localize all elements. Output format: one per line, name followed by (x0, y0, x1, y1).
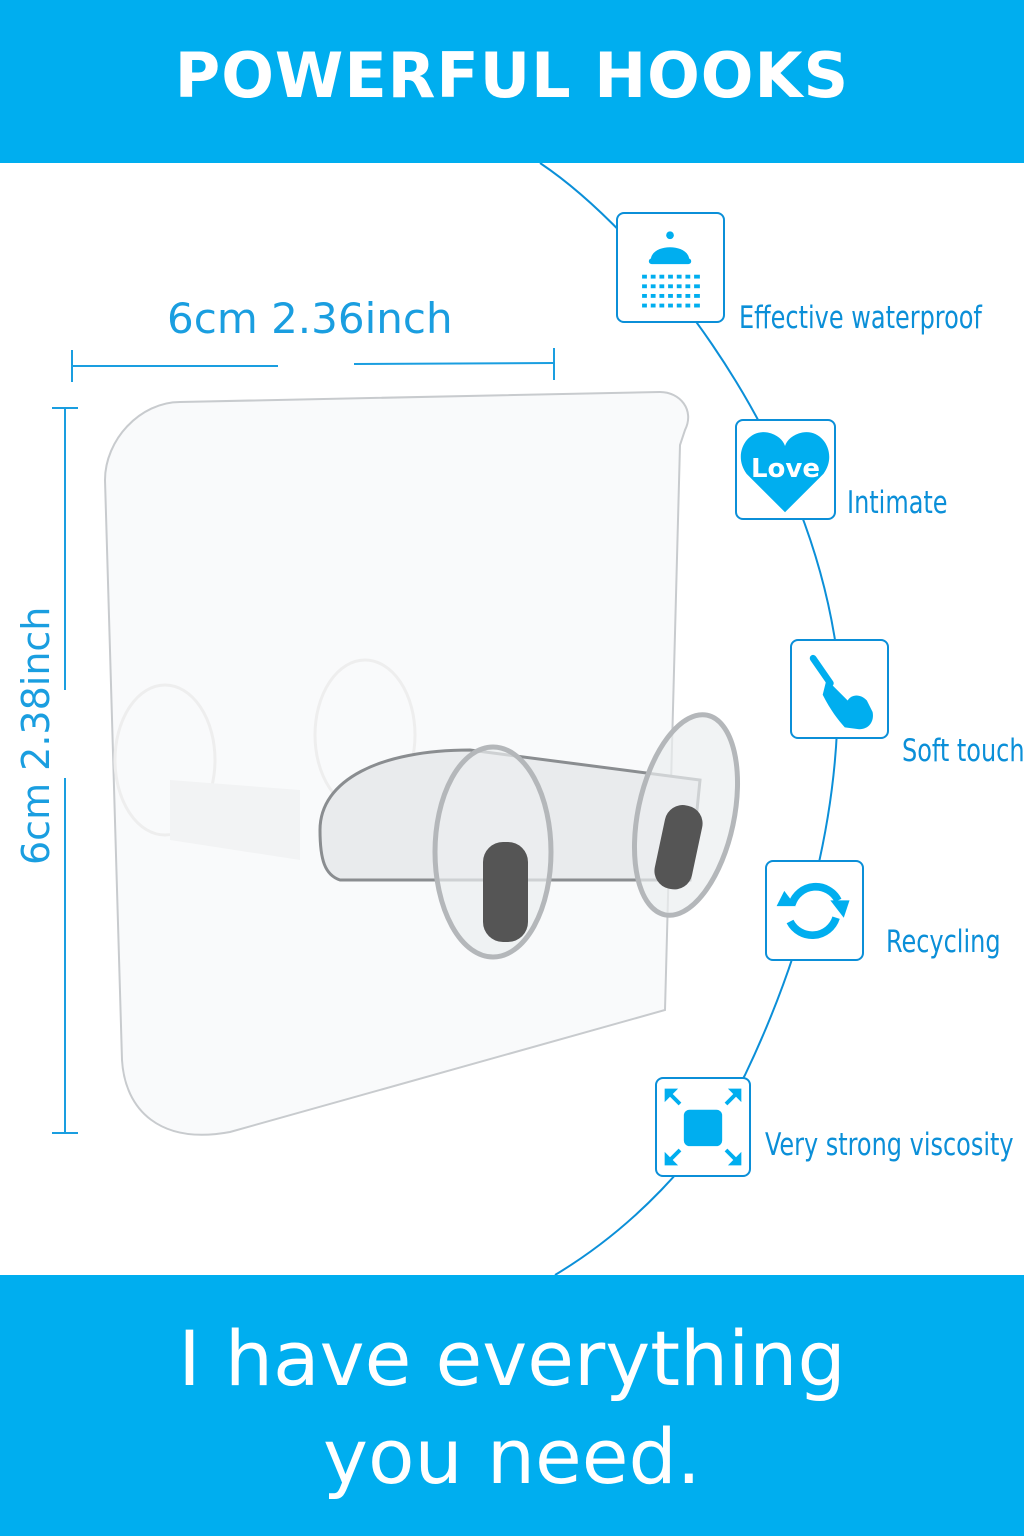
footer-line-2: you need. (323, 1412, 701, 1501)
height-dimension-line (52, 407, 78, 1134)
footer-line-1: I have everything (178, 1314, 846, 1403)
width-dimension-line (71, 348, 555, 382)
feature-label-waterproof: Effective waterproof (739, 300, 982, 336)
hand-touch-icon (790, 639, 889, 739)
page-title: POWERFUL HOOKS (174, 39, 850, 112)
feature-label-soft-touch: Soft touch (902, 733, 1024, 769)
heart-icon-text: Love (750, 454, 820, 484)
recycle-arrows-icon (765, 860, 864, 961)
footer-banner: I have everything you need. (0, 1275, 1024, 1536)
height-label: 6cm 2.38inch (14, 606, 58, 865)
expand-arrows-icon (655, 1077, 751, 1177)
heart-icon: Love (735, 419, 836, 520)
feature-label-viscosity: Very strong viscosity (765, 1127, 1014, 1163)
shower-icon (616, 212, 725, 323)
hook (113, 658, 741, 960)
width-label: 6cm 2.36inch (167, 294, 453, 343)
feature-label-intimate: Intimate (847, 485, 948, 521)
header-banner: POWERFUL HOOKS (0, 0, 1024, 163)
feature-label-recycling: Recycling (886, 924, 1001, 960)
